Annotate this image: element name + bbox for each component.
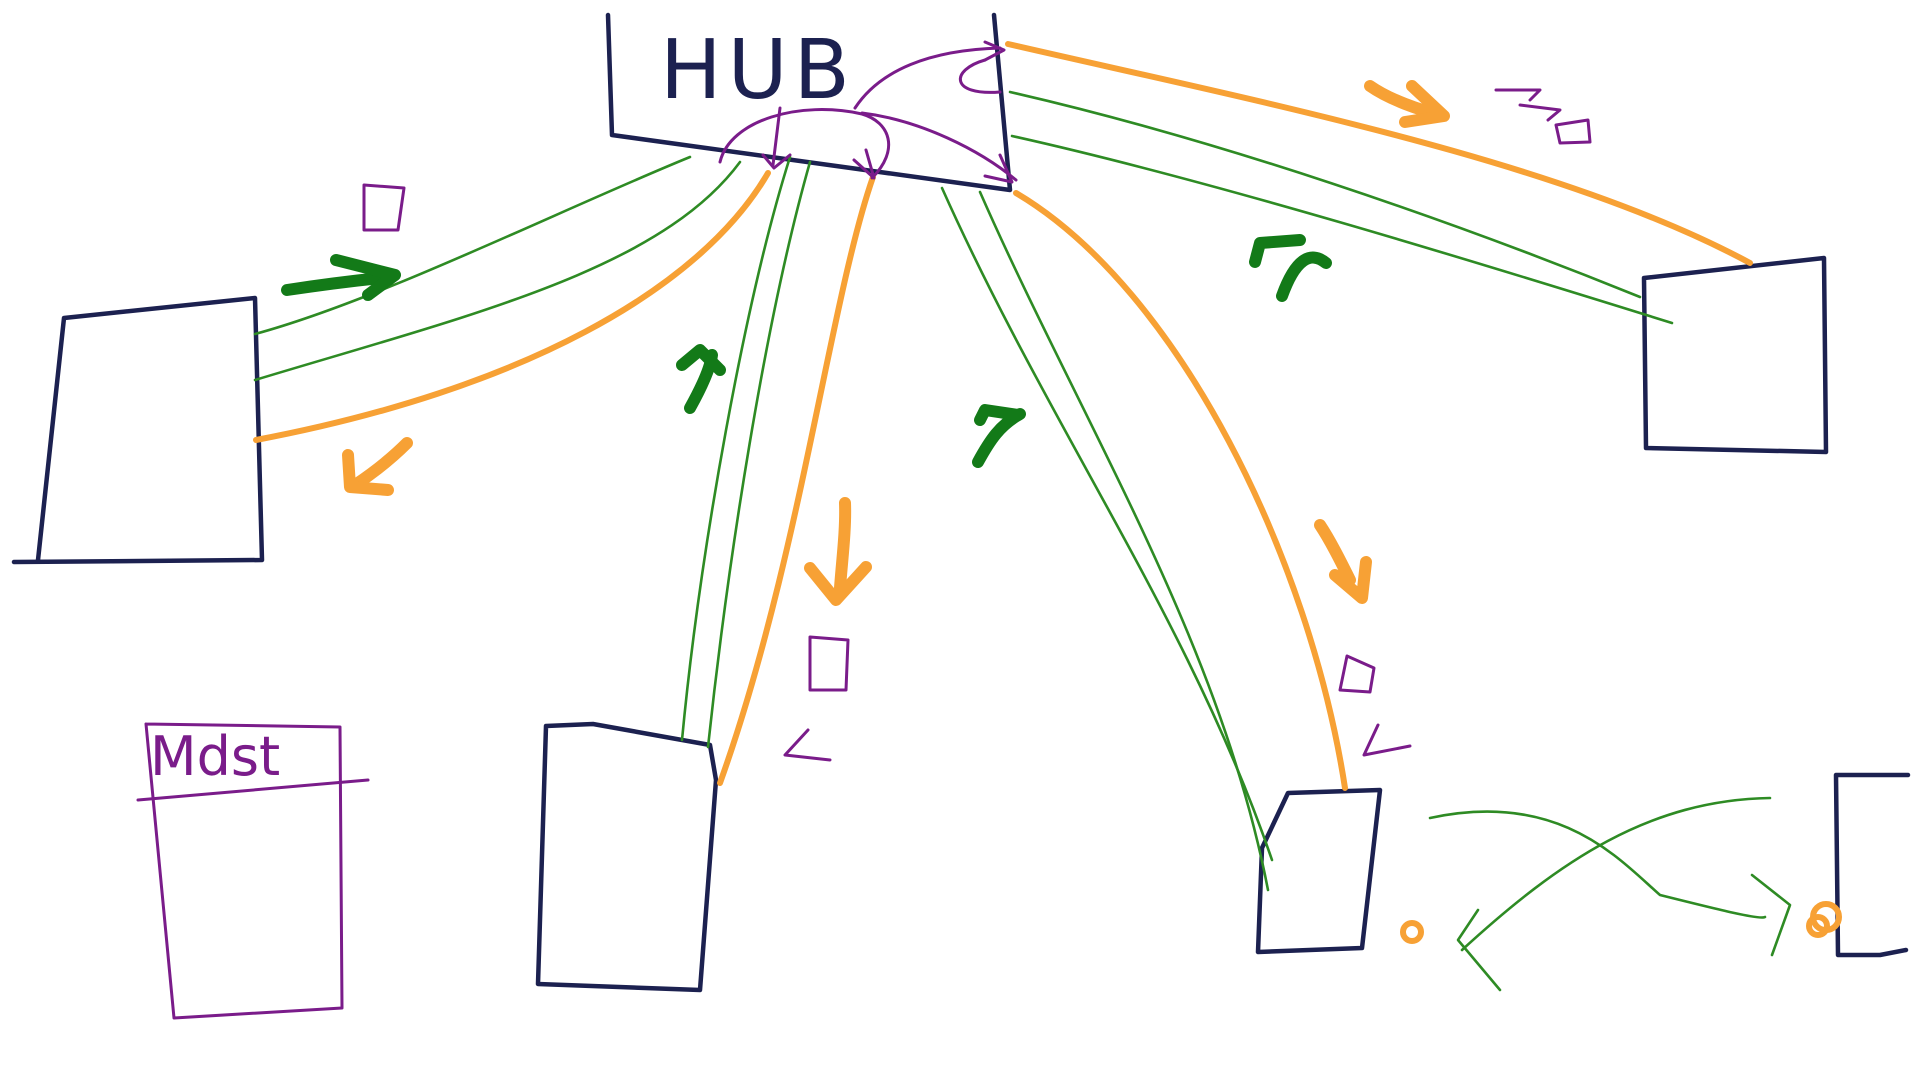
- device-right: [1641, 255, 1829, 455]
- arrow-orange-down-icon: [804, 497, 872, 606]
- arrow-green-up-left-icon: [676, 344, 726, 414]
- arrow-orange-right-icon: [1364, 80, 1450, 128]
- arrow-green-right-icon: [281, 254, 401, 301]
- arrow-green-up-left-icon-3: [1249, 234, 1332, 302]
- mdst-box: [144, 722, 344, 1020]
- arrow-orange-down-right-icon: [1314, 519, 1372, 604]
- arrow-green-up-left-icon-2: [972, 404, 1026, 468]
- orange-arrows: [342, 80, 1450, 606]
- orange-cables: [253, 41, 1842, 944]
- purple-annotations: [362, 40, 1592, 762]
- mdst-node: Mdst: [136, 722, 370, 1020]
- hub-label: HUB: [660, 23, 856, 118]
- mdst-label: Mdst: [150, 725, 280, 788]
- device-bottom-center: [535, 721, 719, 993]
- green-cables: [253, 90, 1792, 992]
- arrow-orange-down-left-icon: [342, 437, 413, 496]
- green-arrows: [281, 234, 1332, 468]
- device-far-right-partial: [1833, 772, 1911, 958]
- mdst-divider: [136, 778, 370, 802]
- device-left: [11, 295, 265, 565]
- device-bottom-right: [1255, 787, 1383, 955]
